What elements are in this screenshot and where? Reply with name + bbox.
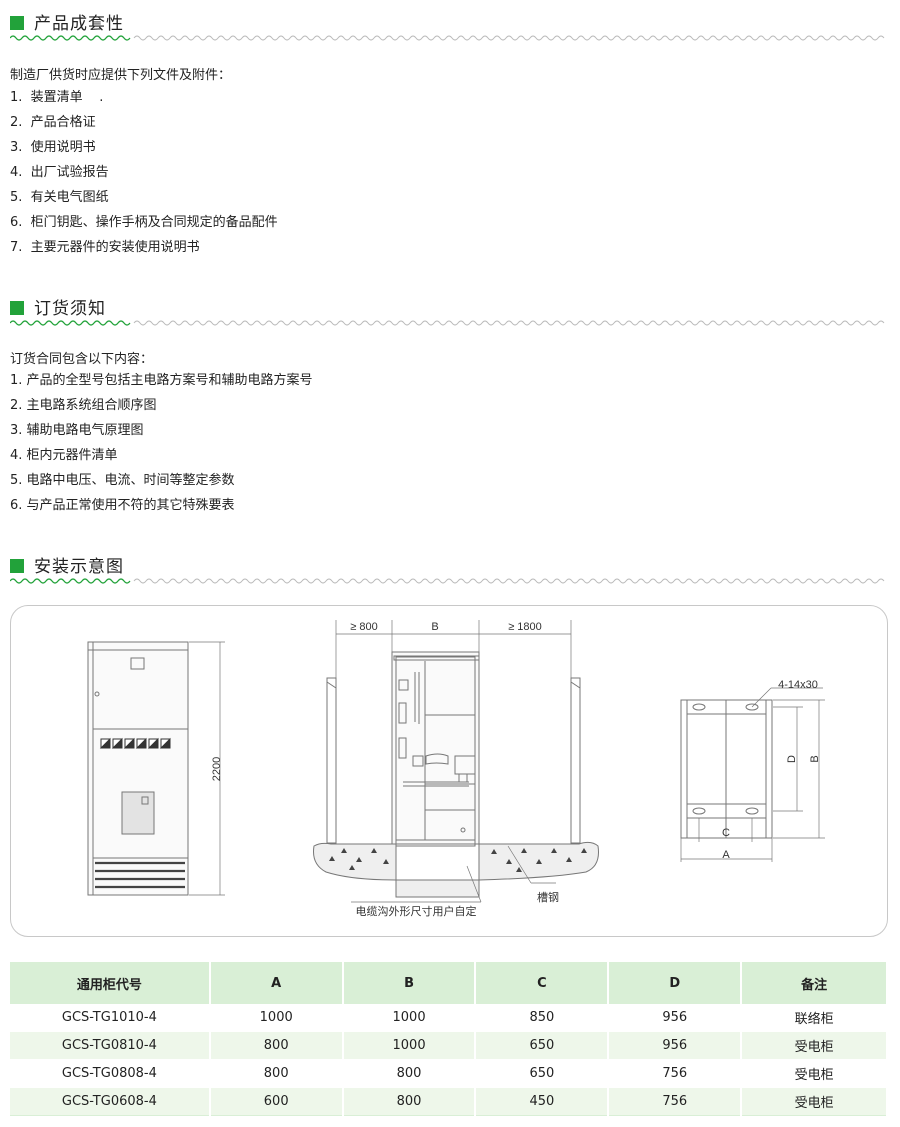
wavy-divider: [10, 578, 885, 584]
dimension-a-label: A: [722, 849, 730, 861]
column-header: C: [475, 962, 610, 1004]
list-item: 4. 出厂试验报告: [10, 165, 109, 180]
list-item: 1. 产品的全型号包括主电路方案号和辅助电路方案号: [10, 373, 313, 388]
dimension-c-label: C: [722, 827, 730, 839]
list-item: 3. 辅助电路电气原理图: [10, 423, 144, 438]
document-list: 1. 装置清单 . 2. 产品合格证 3. 使用说明书 4. 出厂试验报告 5.…: [10, 85, 278, 260]
table-cell: 800: [209, 1031, 344, 1060]
table-cell: GCS-TG0810-4: [10, 1031, 211, 1060]
channel-steel-label: 槽钢: [537, 891, 559, 904]
rear-clearance-label: ≥ 1800: [508, 621, 542, 633]
dimension-d-label: D: [786, 755, 798, 763]
table-cell: 650: [475, 1031, 610, 1060]
wavy-divider: [10, 320, 885, 326]
table-cell: 956: [608, 1031, 743, 1060]
table-cell: 650: [475, 1059, 610, 1088]
table-cell: GCS-TG0808-4: [10, 1059, 211, 1088]
column-header: B: [342, 962, 477, 1004]
side-width-label: B: [431, 621, 438, 633]
table-cell: 受电柜: [741, 1059, 888, 1088]
section-header-completeness: 产品成套性: [10, 6, 888, 42]
list-item: 6. 与产品正常使用不符的其它特殊要表: [10, 498, 235, 513]
table-cell: GCS-TG1010-4: [10, 1004, 211, 1032]
cabinet-front-view: [87, 641, 225, 896]
installation-diagram: 2200: [10, 605, 888, 937]
mounting-holes-label: 4-14x30: [778, 679, 818, 691]
cabinet-top-view: [680, 687, 825, 862]
green-square-icon: [10, 16, 24, 30]
table-row: GCS-TG0608-4 600 800 450 756 受电柜: [10, 1087, 888, 1116]
list-item: 7. 主要元器件的安装使用说明书: [10, 240, 200, 255]
list-item: 4. 柜内元器件清单: [10, 448, 118, 463]
table-cell: 1000: [342, 1004, 477, 1032]
table-cell: 850: [475, 1004, 610, 1032]
section-title: 产品成套性: [34, 14, 124, 34]
list-item: 3. 使用说明书: [10, 140, 96, 155]
section-title: 订货须知: [34, 299, 106, 319]
table-row: GCS-TG0810-4 800 1000 650 956 受电柜: [10, 1031, 888, 1060]
table-cell: 1000: [342, 1031, 477, 1060]
section-header-installation: 安装示意图: [10, 549, 888, 585]
list-item: 5. 电路中电压、电流、时间等整定参数: [10, 473, 235, 488]
table-cell: 450: [475, 1087, 610, 1116]
height-dimension-label: 2200: [211, 757, 223, 781]
section-intro: 制造厂供货时应提供下列文件及附件：: [10, 68, 232, 83]
column-header: D: [608, 962, 743, 1004]
dimension-b-label: B: [809, 755, 821, 762]
table-cell: GCS-TG0608-4: [10, 1087, 211, 1116]
cabinet-side-view: [313, 620, 599, 903]
order-list: 1. 产品的全型号包括主电路方案号和辅助电路方案号 2. 主电路系统组合顺序图 …: [10, 368, 313, 518]
front-clearance-label: ≥ 800: [350, 621, 377, 633]
table-cell: 800: [342, 1059, 477, 1088]
list-item: 1. 装置清单 .: [10, 90, 104, 105]
table-cell: 800: [209, 1059, 344, 1088]
cable-trench-label: 电缆沟外形尺寸用户自定: [356, 904, 477, 918]
table-cell: 756: [608, 1087, 743, 1116]
spec-table: 通用柜代号 A B C D 备注 GCS-TG1010-4 1000 1000 …: [10, 962, 888, 1116]
list-item: 6. 柜门钥匙、操作手柄及合同规定的备品配件: [10, 215, 278, 230]
green-square-icon: [10, 559, 24, 573]
table-cell: 800: [342, 1087, 477, 1116]
column-header: 备注: [741, 962, 888, 1004]
column-header: A: [209, 962, 344, 1004]
table-cell: 受电柜: [741, 1087, 888, 1116]
column-header: 通用柜代号: [10, 962, 211, 1004]
table-header-row: 通用柜代号 A B C D 备注: [10, 962, 888, 1004]
list-item: 2. 产品合格证: [10, 115, 96, 130]
list-item: 5. 有关电气图纸: [10, 190, 109, 205]
list-item: 2. 主电路系统组合顺序图: [10, 398, 157, 413]
table-row: GCS-TG0808-4 800 800 650 756 受电柜: [10, 1059, 888, 1088]
section-intro: 订货合同包含以下内容：: [10, 352, 154, 367]
table-cell: 756: [608, 1059, 743, 1088]
table-row: GCS-TG1010-4 1000 1000 850 956 联络柜: [10, 1004, 888, 1032]
table-cell: 受电柜: [741, 1031, 888, 1060]
table-cell: 600: [209, 1087, 344, 1116]
diagram-canvas: 2200: [87, 620, 825, 918]
table-cell: 联络柜: [741, 1004, 888, 1032]
green-square-icon: [10, 301, 24, 315]
section-header-ordering: 订货须知: [10, 291, 888, 327]
table-cell: 956: [608, 1004, 743, 1032]
table-cell: 1000: [209, 1004, 344, 1032]
section-title: 安装示意图: [34, 557, 124, 577]
wavy-divider: [10, 35, 885, 41]
